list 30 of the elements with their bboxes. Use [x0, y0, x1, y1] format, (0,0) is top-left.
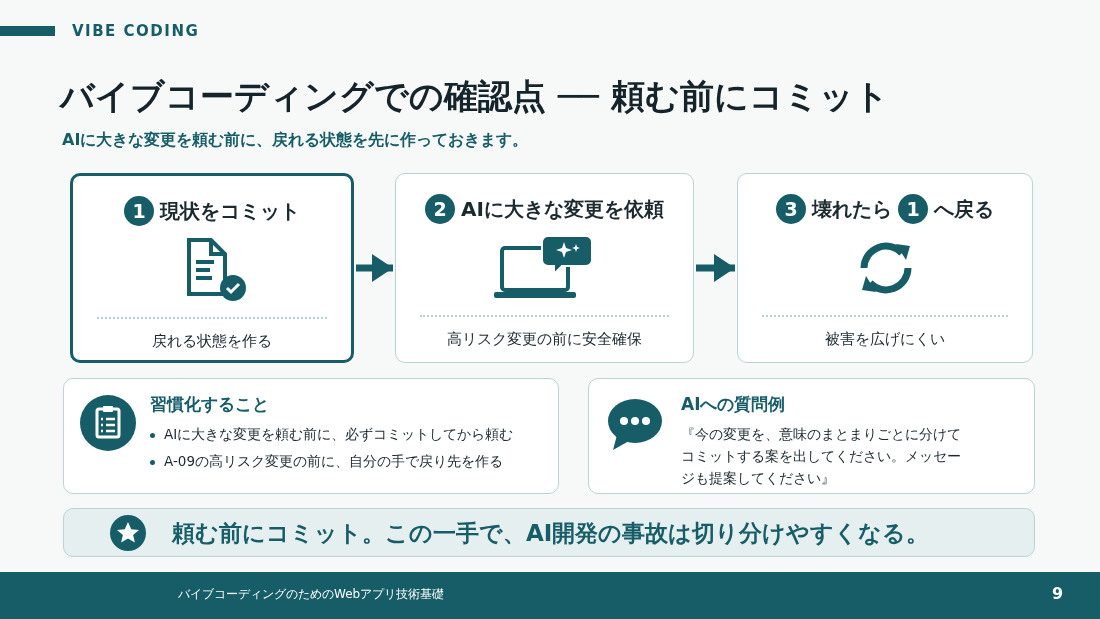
step-heading: へ戻る	[934, 195, 994, 223]
step-heading: 壊れたら	[812, 195, 892, 223]
card-heading: AIへの質問例	[681, 393, 786, 416]
example-question: 『今の変更を、意味のまとまりごとに分けてコミットする案を出してください。メッセージも提案してください』	[681, 425, 962, 488]
info-card	[63, 378, 559, 494]
slide-title: バイブコーディングでの確認点 ── 頼む前にコミット	[60, 75, 889, 118]
step-description: 高リスク変更の前に安全確保	[446, 330, 643, 349]
step-heading: AIに大きな変更を依頼	[461, 195, 664, 223]
subtitle: AIに大きな変更を頼む前に、戻れる状態を先に作っておきます。	[62, 130, 529, 151]
step-description: 被害を広げにくい	[824, 330, 946, 349]
summary-message: 頼む前にコミット。この一手で、AI開発の事故は切り分けやすくなる。	[172, 519, 930, 548]
summary-banner	[63, 508, 1035, 557]
arrow	[696, 254, 735, 282]
section-label: VIBE CODING	[72, 22, 200, 40]
info-card	[588, 378, 1035, 494]
bullet-item: A-09の高リスク変更の前に、自分の手で戻り先を作る	[150, 453, 503, 471]
step-description: 戻れる状態を作る	[151, 332, 273, 351]
step-number: 1	[898, 194, 928, 224]
step-number: 2	[425, 194, 456, 224]
page-number: 9	[1052, 584, 1064, 603]
step-card	[395, 173, 694, 363]
step-card	[737, 173, 1033, 363]
step-heading: 現状をコミット	[160, 197, 300, 225]
arrow	[356, 254, 393, 282]
step-number: 1	[124, 196, 154, 226]
card-heading: 習慣化すること	[150, 393, 269, 416]
bullet-item: AIに大きな変更を頼む前に、必ずコミットしてから頼む	[150, 426, 514, 444]
footer-text: バイブコーディングのためのWebアプリ技術基礎	[178, 586, 445, 603]
step-card	[70, 173, 354, 363]
step-number: 3	[776, 194, 806, 224]
